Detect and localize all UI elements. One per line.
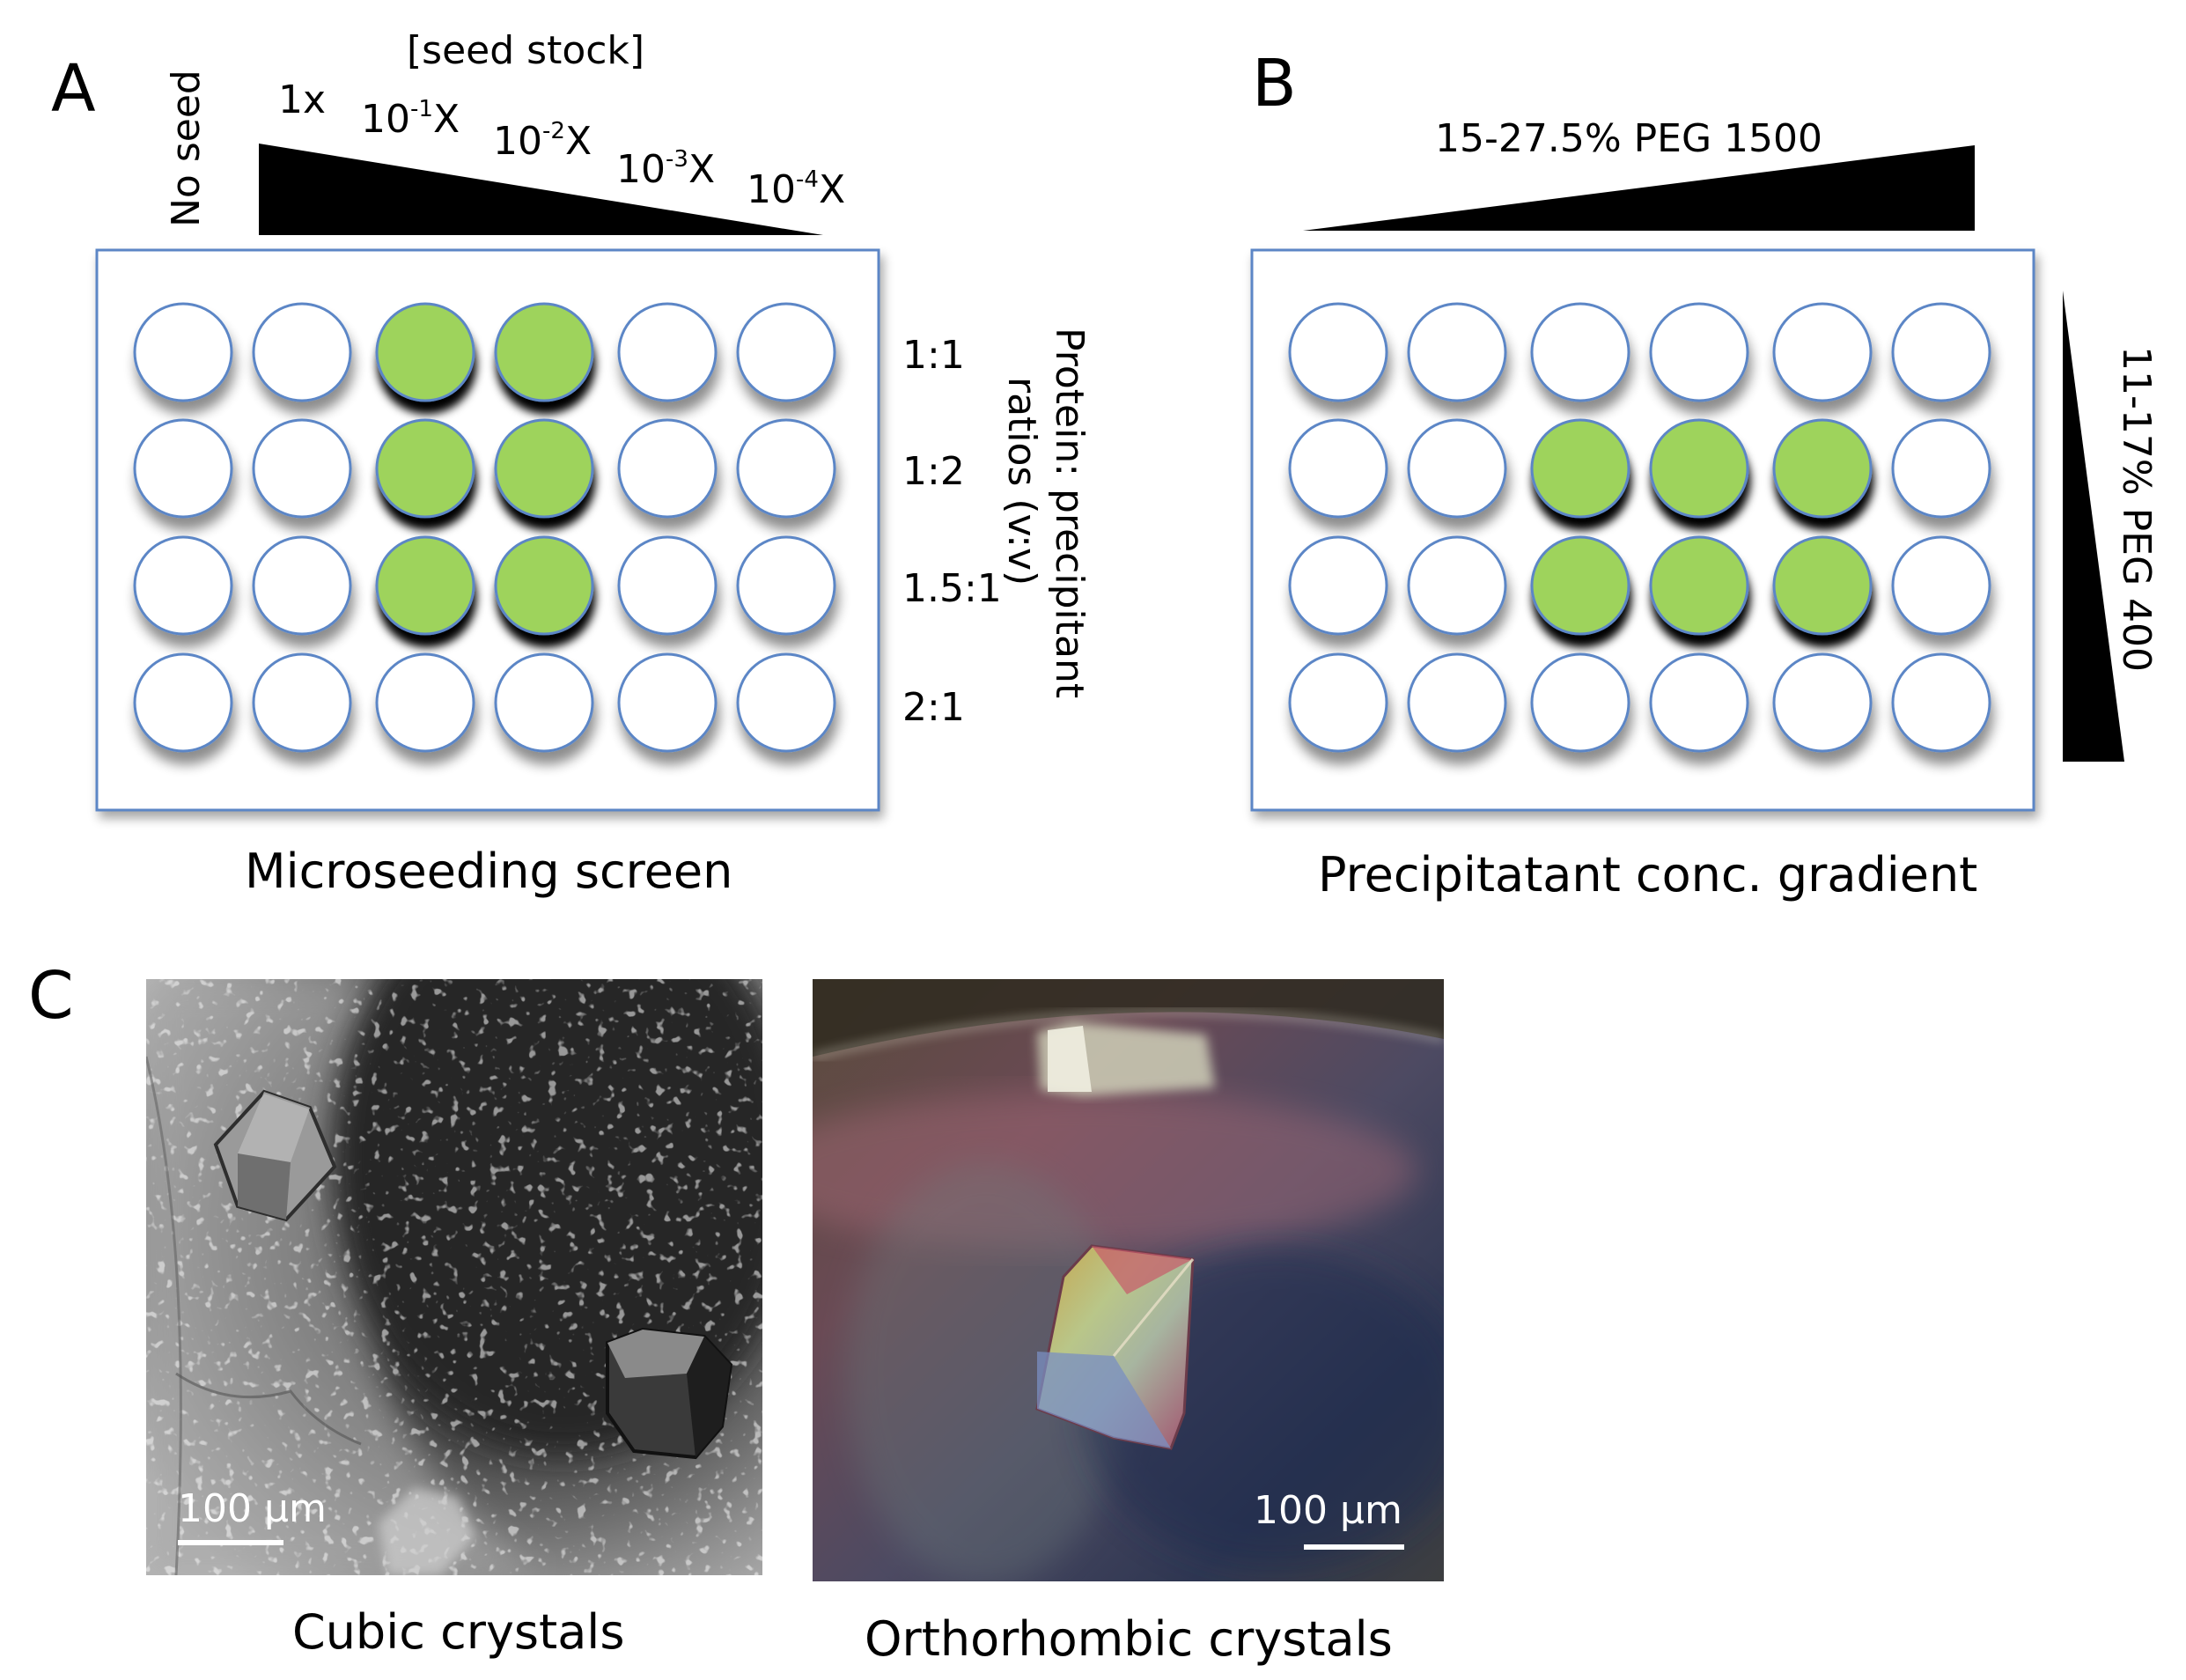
plate-a-well-r1-c3	[375, 302, 475, 402]
plate-b-well-r1-c4	[1649, 302, 1749, 402]
orthorhombic-caption: Orthorhombic crystals	[865, 1611, 1393, 1667]
plate-a-well-r3-c3	[375, 535, 475, 636]
dilution-label: 10-1X	[361, 96, 460, 142]
ratio-row-label: 1:1	[902, 333, 965, 378]
cubic-crystal-2	[606, 1327, 733, 1460]
plate-b-well-r2-c5	[1772, 418, 1873, 519]
plate-b-well-r1-c3	[1530, 302, 1630, 402]
panel-b-letter: B	[1252, 46, 1297, 122]
plate-a-well-r3-c5	[617, 535, 718, 636]
plate-b-well-r4-c3	[1530, 652, 1630, 753]
plate-a-well-r4-c4	[494, 652, 594, 753]
plate-a-row-labels: 1:1 1:2 1.5:1 2:1	[902, 333, 1002, 730]
plate-b-well-r3-c4	[1649, 535, 1749, 636]
plate-b-well-r4-c6	[1891, 652, 1991, 753]
orthorhombic-scalebar-label: 100 µm	[1254, 1488, 1402, 1533]
orthorhombic-crystal-main	[1035, 1244, 1195, 1450]
plate-a-well-r1-c5	[617, 302, 718, 402]
plate-a-well-r2-c1	[133, 418, 233, 519]
plate-b-well-r2-c6	[1891, 418, 1991, 519]
plate-b-well-r2-c1	[1288, 418, 1388, 519]
plate-b-wells	[1288, 302, 1991, 753]
plate-a-wells	[133, 302, 836, 753]
dilution-label: 10-2X	[493, 118, 592, 164]
plate-a-well-r2-c5	[617, 418, 718, 519]
peg400-wedge	[2063, 291, 2124, 762]
plate-b-well-r1-c6	[1891, 302, 1991, 402]
plate-b-well-r2-c2	[1407, 418, 1507, 519]
peg1500-wedge	[1303, 145, 1975, 231]
cubic-crystals-image	[146, 979, 762, 1575]
plate-b-well-r3-c6	[1891, 535, 1991, 636]
ratio-axis-line1: Protein: precipitant	[1047, 328, 1092, 698]
plate-b-well-r4-c4	[1649, 652, 1749, 753]
panel-a-caption: Microseeding screen	[245, 844, 732, 899]
plate-a-well-r1-c1	[133, 302, 233, 402]
plate-b-well-r1-c2	[1407, 302, 1507, 402]
plate-b-well-r4-c5	[1772, 652, 1873, 753]
plate-b-well-r4-c2	[1407, 652, 1507, 753]
orthorhombic-crystals-image	[813, 979, 1444, 1581]
dilution-label: 10-3X	[616, 146, 715, 192]
panel-b-caption: Precipitatant conc. gradient	[1318, 847, 1977, 903]
no-seed-label: No seed	[164, 70, 209, 227]
panel-c-letter: C	[28, 958, 74, 1034]
plate-b-well-r1-c1	[1288, 302, 1388, 402]
ratio-row-label: 1.5:1	[902, 566, 1002, 611]
seed-dilution-wedge	[259, 144, 823, 235]
cubic-caption: Cubic crystals	[292, 1604, 624, 1660]
plate-a-well-r1-c6	[736, 302, 836, 402]
plate-a-well-r4-c3	[375, 652, 475, 753]
plate-a-well-r2-c3	[375, 418, 475, 519]
plate-b-well-r3-c2	[1407, 535, 1507, 636]
plate-a-well-r3-c1	[133, 535, 233, 636]
dilution-label: 1x	[278, 77, 326, 122]
plate-a-well-r3-c2	[252, 535, 352, 636]
plate-b-well-r1-c5	[1772, 302, 1873, 402]
peg1500-label: 15-27.5% PEG 1500	[1435, 116, 1822, 161]
ratio-row-label: 1:2	[902, 449, 965, 494]
plate-b-well-r2-c3	[1530, 418, 1630, 519]
peg400-label: 11-17% PEG 400	[2114, 346, 2159, 672]
plate-a-well-r2-c4	[494, 418, 594, 519]
plate-b-well-r3-c5	[1772, 535, 1873, 636]
plate-a-well-r2-c2	[252, 418, 352, 519]
plate-a-well-r3-c6	[736, 535, 836, 636]
dilution-labels: 1x 10-1X 10-2X 10-3X 10-4X	[278, 77, 845, 212]
plate-a-well-r3-c4	[494, 535, 594, 636]
ratio-axis-label: Protein: precipitant ratios (v:v)	[999, 328, 1092, 698]
panel-a-letter: A	[51, 51, 96, 127]
plate-a-well-r4-c5	[617, 652, 718, 753]
orthorhombic-crystal-top	[1037, 1021, 1215, 1096]
plate-b-well-r3-c1	[1288, 535, 1388, 636]
plate-b-well-r4-c1	[1288, 652, 1388, 753]
ratio-axis-line2: ratios (v:v)	[999, 377, 1044, 586]
plate-a-well-r1-c4	[494, 302, 594, 402]
plate-a-well-r2-c6	[736, 418, 836, 519]
cubic-crystal-1	[213, 1089, 337, 1222]
plate-a-well-r4-c2	[252, 652, 352, 753]
dilution-label: 10-4X	[747, 166, 845, 212]
seed-stock-title: [seed stock]	[407, 28, 644, 73]
plate-b-well-r2-c4	[1649, 418, 1749, 519]
cubic-scalebar-label: 100 µm	[178, 1486, 327, 1531]
plate-a-well-r4-c1	[133, 652, 233, 753]
ratio-row-label: 2:1	[902, 685, 965, 730]
plate-b-well-r3-c3	[1530, 535, 1630, 636]
plate-a-well-r1-c2	[252, 302, 352, 402]
plate-a-well-r4-c6	[736, 652, 836, 753]
